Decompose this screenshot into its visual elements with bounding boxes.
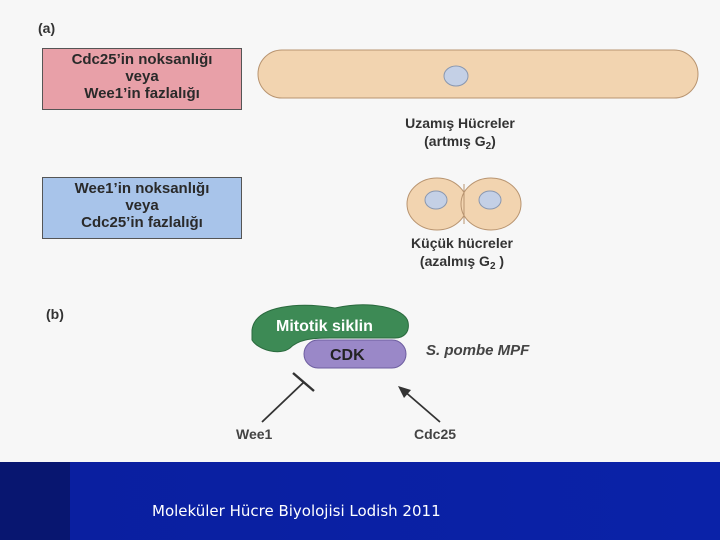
footer-bar: Moleküler Hücre Biyolojisi Lodish 2011 bbox=[0, 462, 720, 540]
cdc25-label: Cdc25 bbox=[414, 426, 456, 442]
footer-left-edge bbox=[0, 462, 70, 540]
elongated-cell-nucleus bbox=[444, 66, 468, 86]
wee1-inhibition-line bbox=[262, 382, 304, 422]
s-pombe-mpf-label: S. pombe MPF bbox=[426, 342, 529, 359]
small-cell-right-nucleus bbox=[479, 191, 501, 209]
diagram-drawing: Mitotik siklin CDK bbox=[0, 0, 720, 462]
elongated-cell bbox=[258, 50, 698, 98]
footer-citation: Moleküler Hücre Biyolojisi Lodish 2011 bbox=[152, 502, 441, 520]
wee1-label: Wee1 bbox=[236, 426, 272, 442]
figure-area: (a) Cdc25’in noksanlığı veya Wee1’in faz… bbox=[0, 0, 720, 462]
cdc25-activation-line bbox=[403, 390, 440, 422]
small-cell-left-nucleus bbox=[425, 191, 447, 209]
cyclin-label: Mitotik siklin bbox=[276, 318, 373, 335]
cdk-label: CDK bbox=[330, 347, 365, 364]
